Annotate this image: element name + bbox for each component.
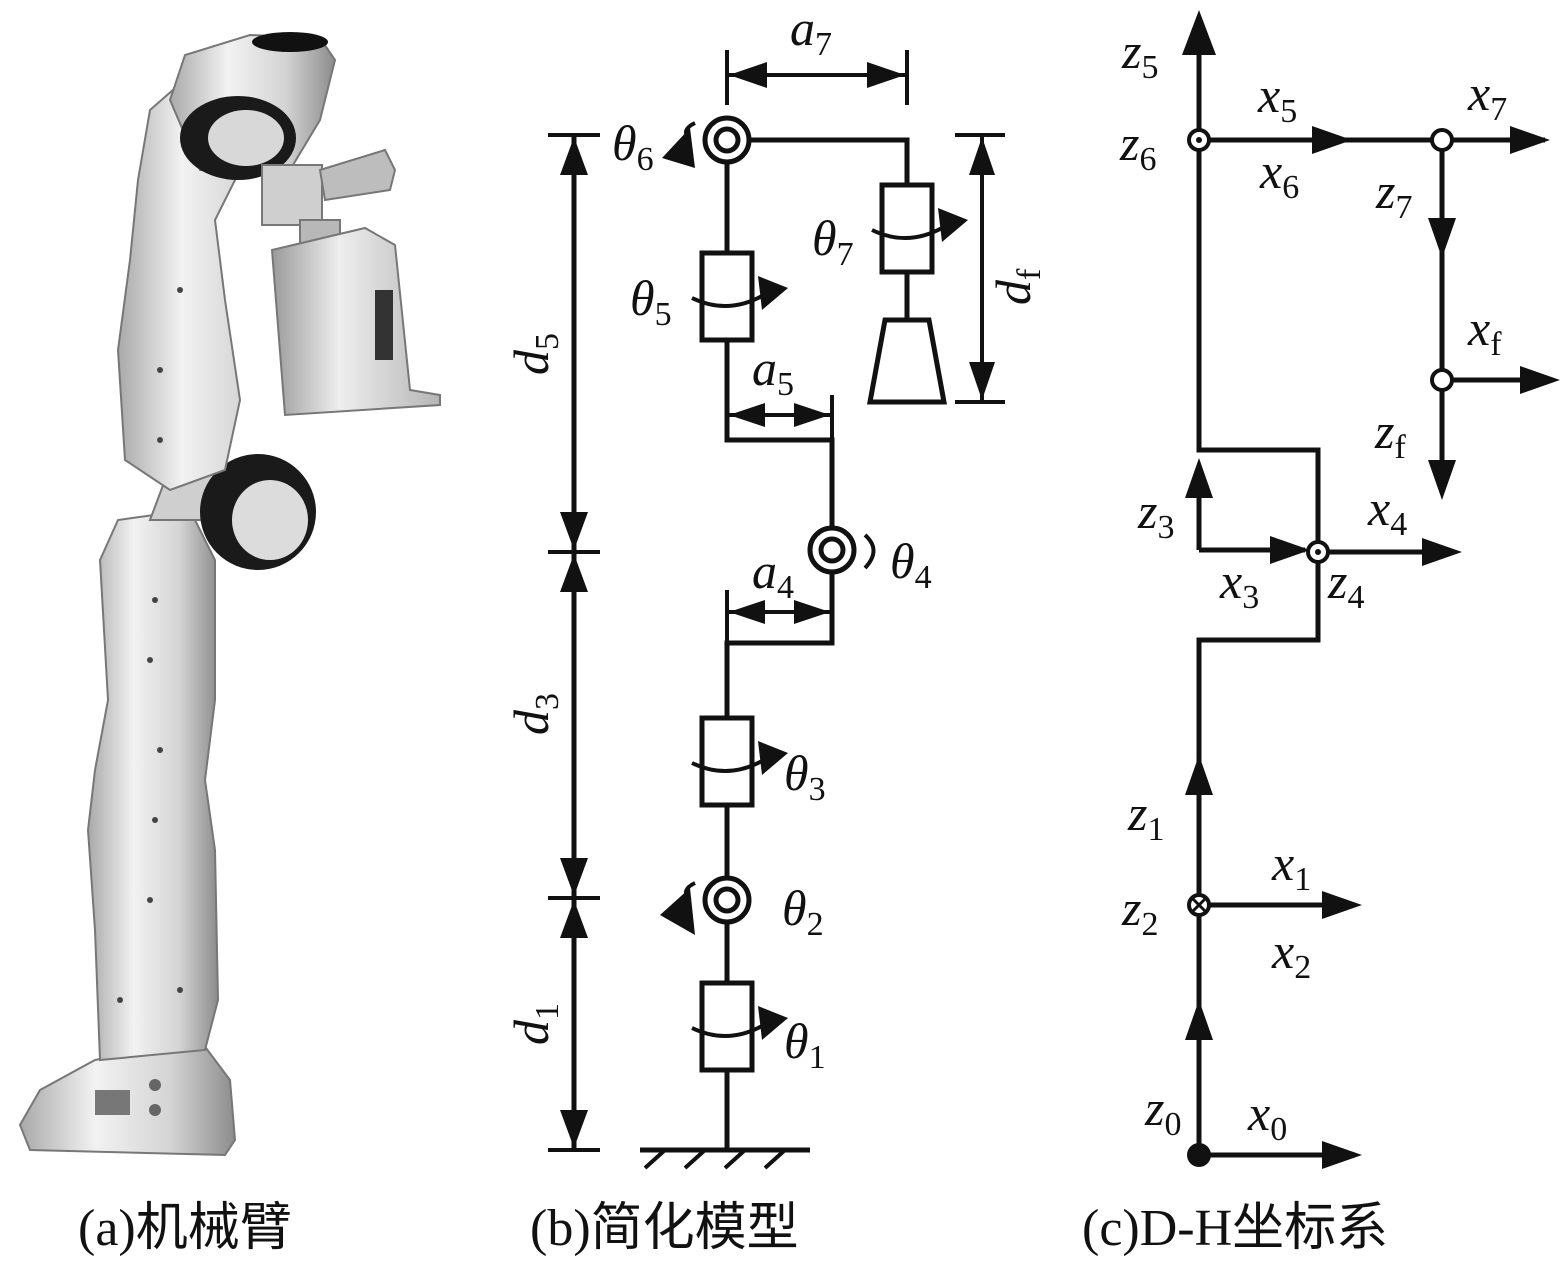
dimension-a4-line (725, 590, 830, 643)
label-z3: z3 (1137, 483, 1174, 546)
link-4 (724, 340, 835, 527)
label-d1: d1 (503, 1003, 566, 1045)
label-z5: z5 (1121, 23, 1158, 86)
label-x5: x5 (1257, 67, 1297, 130)
label-theta1: θ1 (784, 1013, 826, 1076)
z1-arrow (1185, 755, 1213, 795)
base-origin (1187, 1143, 1211, 1167)
label-x1: x1 (1271, 835, 1311, 898)
dimension-a5-line (729, 395, 834, 440)
label-x3: x3 (1219, 553, 1259, 616)
label-a7: a7 (790, 0, 832, 63)
link-3 (724, 573, 835, 718)
z4-out-page-symbol (1306, 540, 1330, 564)
joint-6-symbol (702, 115, 752, 165)
z5-arrow (1182, 10, 1216, 55)
label-x6: x6 (1259, 143, 1299, 206)
label-a5: a5 (752, 340, 794, 403)
dimension-df-line (955, 133, 1005, 404)
caption-c: (c)D-H坐标系 (1082, 1200, 1388, 1257)
label-theta3: θ3 (784, 745, 826, 808)
label-zf: zf (1374, 403, 1406, 466)
label-theta7: θ7 (812, 210, 854, 273)
joint-1-box (699, 980, 755, 1073)
caption-b: (b)简化模型 (530, 1200, 799, 1257)
joint-2-symbol (702, 875, 752, 925)
dh-frames: z0 x0 z1 x1 z2 x2 z3 x3 z4 x4 z5 x5 z6 x… (1119, 10, 1560, 1169)
link-6 (750, 137, 910, 185)
label-x7: x7 (1467, 65, 1507, 128)
label-z4: z4 (1327, 553, 1364, 616)
x1-arrow (1322, 891, 1362, 919)
x0-arrow (1322, 1141, 1362, 1169)
x7-arrow (1510, 126, 1550, 154)
x3-arrow (1270, 536, 1310, 564)
label-d3: d3 (503, 693, 566, 735)
label-x2: x2 (1271, 923, 1311, 986)
ground-hatch (643, 1148, 787, 1170)
frame-f-origin (1430, 368, 1454, 392)
label-d5: d5 (503, 333, 566, 375)
simplified-model: θ1 θ2 θ3 θ4 θ5 θ6 θ7 d1 d3 d5 a4 a5 a7 d… (503, 0, 1048, 1170)
label-z6: z6 (1119, 115, 1156, 178)
label-x0: x0 (1247, 1085, 1287, 1148)
dimension-d-line (548, 133, 600, 1152)
zf-arrow (1428, 460, 1456, 500)
label-z7: z7 (1375, 163, 1412, 226)
dimension-a7-line (725, 50, 909, 105)
end-effector (867, 317, 947, 405)
joint-3-box (699, 715, 755, 808)
label-theta2: θ2 (782, 880, 824, 943)
z6-out-page-symbol (1187, 128, 1211, 152)
xf-arrow (1520, 366, 1560, 394)
label-x4: x4 (1367, 480, 1407, 543)
frame7-origin (1430, 128, 1454, 152)
label-a4: a4 (752, 543, 794, 606)
label-xf: xf (1467, 300, 1502, 363)
caption-a: (a)机械臂 (78, 1200, 292, 1257)
z3-arrow (1185, 458, 1213, 498)
label-z2: z2 (1121, 880, 1158, 943)
z7-arrow (1428, 218, 1456, 258)
label-z1: z1 (1127, 785, 1164, 848)
label-theta5: θ5 (630, 270, 672, 333)
robot-arm-illustration (18, 32, 441, 1157)
label-df: df (985, 268, 1048, 305)
x4-arrow (1422, 538, 1462, 566)
x5-arrow (1312, 126, 1352, 154)
z0-arrow (1185, 1000, 1213, 1040)
label-theta4: θ4 (890, 533, 932, 596)
z2-into-page-symbol (1187, 893, 1211, 917)
joint-7-box (879, 182, 935, 275)
label-theta6: θ6 (612, 115, 654, 178)
joint-4-symbol (807, 525, 857, 575)
label-z0: z0 (1144, 1080, 1181, 1143)
joint-5-box (699, 250, 755, 343)
rotation-arrows (660, 121, 968, 1040)
